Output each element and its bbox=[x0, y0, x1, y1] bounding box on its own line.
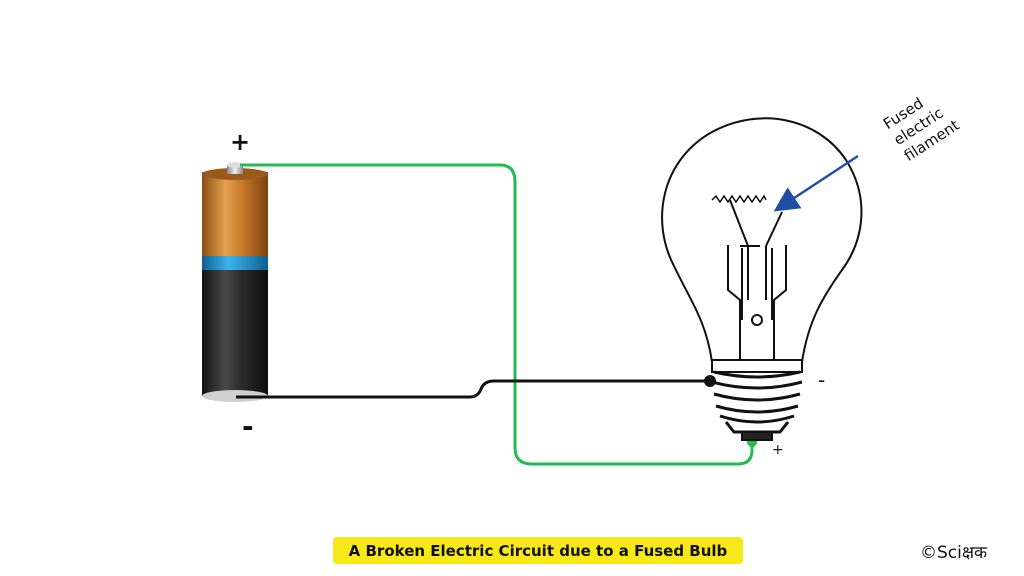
battery-black-body bbox=[202, 270, 268, 396]
negative-terminal-dot bbox=[704, 375, 716, 387]
fused-filament bbox=[711, 194, 767, 204]
battery-cap bbox=[227, 164, 243, 174]
negative-wire bbox=[236, 379, 710, 399]
battery-negative-label: - bbox=[242, 410, 254, 443]
battery-blue-band bbox=[202, 256, 268, 270]
bulb-contact bbox=[741, 431, 773, 441]
bulb-negative-label: - bbox=[818, 368, 826, 392]
bulb-screw-base bbox=[711, 370, 803, 424]
battery-cap-top bbox=[227, 162, 243, 168]
battery-copper-top bbox=[202, 172, 268, 256]
annotation-arrow bbox=[773, 154, 859, 212]
bulb-positive-label: + bbox=[772, 442, 784, 458]
battery-positive-label: + bbox=[230, 128, 251, 156]
bulb-stem-ring bbox=[751, 314, 763, 326]
credit: ©Sciक्षक bbox=[920, 543, 988, 563]
positive-wire bbox=[240, 163, 754, 466]
bulb-collar bbox=[711, 359, 803, 373]
bulb-glass bbox=[661, 117, 863, 363]
battery bbox=[202, 162, 268, 402]
battery-bottom bbox=[202, 390, 268, 402]
light-bulb bbox=[661, 117, 863, 441]
bulb-stem bbox=[727, 245, 787, 360]
caption: A Broken Electric Circuit due to a Fused… bbox=[333, 537, 743, 564]
filament-supports bbox=[729, 199, 783, 247]
